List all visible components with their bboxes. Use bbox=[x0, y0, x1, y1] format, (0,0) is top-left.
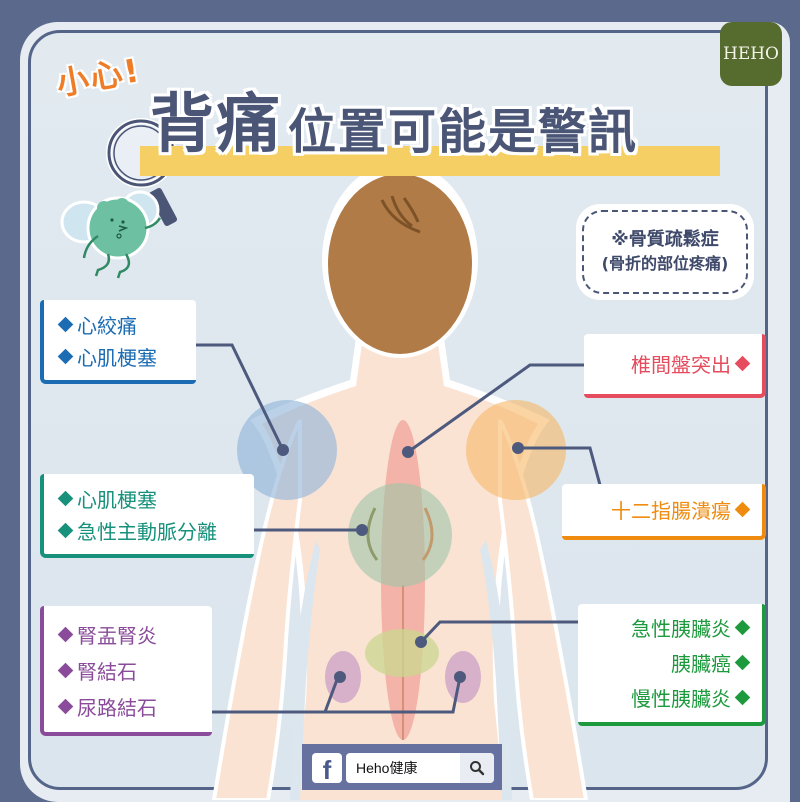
callout-item: 心絞痛 bbox=[77, 313, 137, 338]
diamond-icon bbox=[57, 522, 74, 538]
diamond-icon bbox=[57, 662, 74, 678]
callout-pancreas: 急性胰臟炎 胰臟癌 慢性胰臟炎 bbox=[578, 604, 766, 726]
diamond-icon bbox=[57, 626, 74, 642]
facebook-icon[interactable]: f bbox=[312, 753, 342, 783]
diamond-icon bbox=[734, 619, 751, 636]
callout-item: 十二指腸潰瘍 bbox=[611, 498, 731, 523]
diamond-icon bbox=[57, 348, 74, 364]
callout-heart: 心絞痛 心肌梗塞 bbox=[40, 300, 196, 384]
callout-item: 急性主動脈分離 bbox=[77, 519, 217, 544]
callout-kidney: 腎盂腎炎 腎結石 尿路結石 bbox=[40, 606, 212, 736]
search-icon bbox=[470, 761, 485, 776]
callout-item: 胰臟癌 bbox=[671, 652, 731, 676]
osteoporosis-note: ※骨質疏鬆症 (骨折的部位疼痛) bbox=[576, 204, 754, 300]
callout-item: 腎盂腎炎 bbox=[77, 623, 157, 648]
callout-item: 心肌梗塞 bbox=[77, 487, 157, 512]
callout-item: 腎結石 bbox=[77, 659, 137, 684]
title-bold: 背痛 bbox=[150, 88, 282, 162]
brand-logo-text: HEHO bbox=[723, 44, 779, 64]
diamond-icon bbox=[734, 355, 751, 371]
diamond-icon bbox=[734, 654, 751, 671]
green-fluffy-mascot bbox=[60, 190, 162, 279]
heho-logo: HEHO bbox=[720, 22, 782, 86]
title-rest: 位置可能是警訊 bbox=[288, 104, 639, 160]
callout-aorta: 心肌梗塞 急性主動脈分離 bbox=[40, 474, 254, 558]
note-line-2: (骨折的部位疼痛) bbox=[601, 254, 729, 273]
diamond-icon bbox=[57, 490, 74, 506]
page-title: 背痛 位置可能是警訊 bbox=[150, 86, 638, 164]
callout-item: 椎間盤突出 bbox=[631, 352, 731, 377]
diamond-icon bbox=[57, 316, 74, 332]
callout-item: 尿路結石 bbox=[77, 695, 157, 720]
callout-disc: 椎間盤突出 bbox=[584, 334, 766, 398]
callout-duodenal: 十二指腸潰瘍 bbox=[562, 484, 766, 540]
diamond-icon bbox=[57, 698, 74, 714]
note-line-1: ※骨質疏鬆症 bbox=[611, 229, 719, 250]
callout-item: 心肌梗塞 bbox=[77, 345, 157, 370]
callout-item: 慢性胰臟炎 bbox=[631, 687, 731, 711]
diamond-icon bbox=[734, 501, 751, 517]
callout-item: 急性胰臟炎 bbox=[631, 617, 731, 641]
title-highlight bbox=[140, 146, 720, 176]
diamond-icon bbox=[734, 689, 751, 706]
facebook-search-field[interactable]: Heho健康 bbox=[346, 753, 494, 783]
facebook-glyph: f bbox=[322, 755, 332, 783]
search-value: Heho健康 bbox=[356, 760, 418, 776]
search-button[interactable] bbox=[460, 753, 494, 783]
